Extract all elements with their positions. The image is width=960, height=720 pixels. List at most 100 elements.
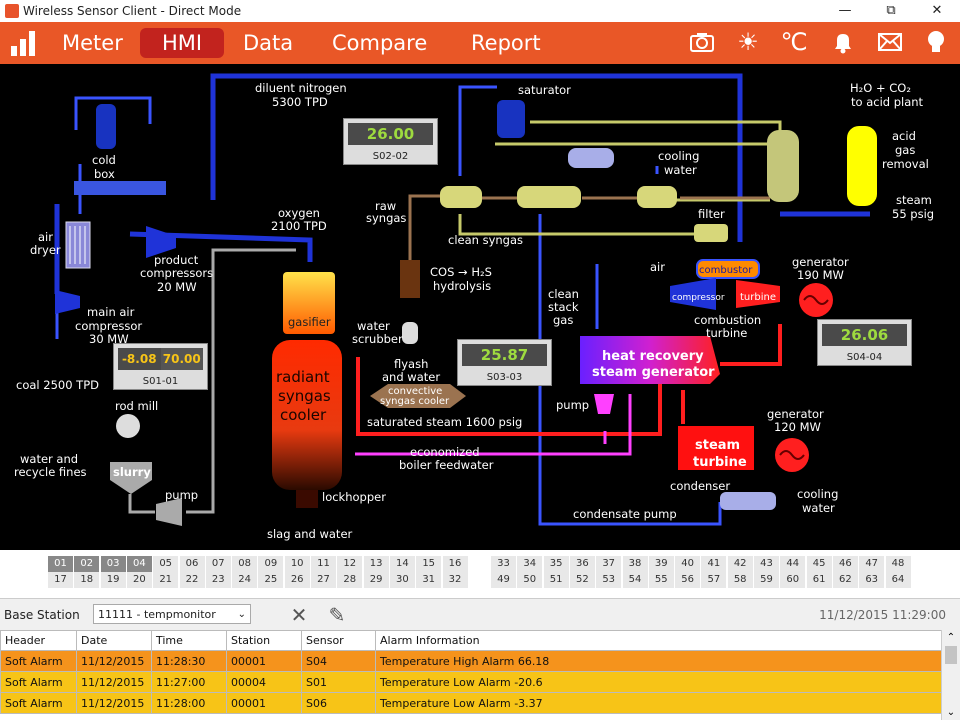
table-row[interactable]: Soft Alarm 11/12/2015 11:28:00 00001 S06… (0, 692, 942, 714)
sensor-readout-s01[interactable]: -8.08 70.00 S01-01 (113, 343, 208, 390)
scroll-up-icon[interactable]: ⌃ (946, 632, 956, 643)
sun-icon[interactable]: ☀ (737, 28, 759, 56)
sensor-cell-46[interactable]: 46 (832, 556, 858, 572)
sensor-cell-18[interactable]: 18 (74, 572, 100, 588)
sensor-cell-01[interactable]: 01 (48, 556, 73, 572)
sensor-cell-39[interactable]: 39 (648, 556, 674, 572)
sensor-cell-52[interactable]: 52 (569, 572, 595, 588)
sensor-cell-45[interactable]: 45 (806, 556, 832, 572)
sensor-cell-54[interactable]: 54 (622, 572, 648, 588)
col-header[interactable]: Header (0, 630, 77, 651)
sensor-cell-51[interactable]: 51 (543, 572, 569, 588)
sensor-cell-20[interactable]: 20 (126, 572, 152, 588)
celsius-icon[interactable]: ℃ (780, 28, 808, 56)
sensor-cell-47[interactable]: 47 (859, 556, 885, 572)
sensor-cell-61[interactable]: 61 (806, 572, 832, 588)
sensor-cell-44[interactable]: 44 (780, 556, 806, 572)
sensor-cell-21[interactable]: 21 (153, 572, 179, 588)
sensor-cell-16[interactable]: 16 (442, 556, 468, 572)
sensor-cell-26[interactable]: 26 (284, 572, 310, 588)
col-station[interactable]: Station (226, 630, 302, 651)
readout-low-value: -8.08 (118, 348, 161, 370)
sensor-cell-59[interactable]: 59 (754, 572, 779, 588)
table-row[interactable]: Soft Alarm 11/12/2015 11:28:30 00001 S04… (0, 650, 942, 672)
sensor-cell-32[interactable]: 32 (442, 572, 468, 588)
nav-report[interactable]: Report (471, 31, 541, 55)
minimize-button[interactable]: — (838, 3, 852, 18)
vertical-scrollbar[interactable]: ⌃ ⌄ (941, 630, 960, 720)
sensor-cell-19[interactable]: 19 (100, 572, 126, 588)
col-alarm-info[interactable]: Alarm Information (375, 630, 942, 651)
sensor-cell-24[interactable]: 24 (232, 572, 258, 588)
col-date[interactable]: Date (76, 630, 152, 651)
nav-data[interactable]: Data (243, 31, 294, 55)
sensor-cell-34[interactable]: 34 (517, 556, 543, 572)
sensor-cell-36[interactable]: 36 (569, 556, 595, 572)
sensor-cell-35[interactable]: 35 (543, 556, 569, 572)
sensor-cell-58[interactable]: 58 (727, 572, 753, 588)
sensor-cell-13[interactable]: 13 (363, 556, 389, 572)
sensor-cell-11[interactable]: 11 (311, 556, 336, 572)
sensor-readout-s02[interactable]: 26.00 S02-02 (343, 118, 438, 165)
sensor-readout-s03[interactable]: 25.87 S03-03 (457, 339, 552, 386)
sensor-cell-63[interactable]: 63 (859, 572, 885, 588)
close-button[interactable]: ✕ (931, 3, 943, 18)
pencil-icon[interactable]: ✎ (328, 603, 346, 627)
bulb-icon[interactable] (922, 28, 950, 56)
camera-icon[interactable] (688, 28, 716, 56)
sensor-cell-62[interactable]: 62 (832, 572, 858, 588)
base-station-select[interactable]: 11111 - tempmonitor ⌄ (93, 604, 251, 624)
nav-compare[interactable]: Compare (332, 31, 428, 55)
sensor-cell-60[interactable]: 60 (780, 572, 806, 588)
col-sensor[interactable]: Sensor (301, 630, 376, 651)
sensor-cell-06[interactable]: 06 (179, 556, 205, 572)
sensor-cell-27[interactable]: 27 (311, 572, 336, 588)
col-time[interactable]: Time (151, 630, 227, 651)
sensor-cell-50[interactable]: 50 (517, 572, 543, 588)
sensor-cell-33[interactable]: 33 (491, 556, 516, 572)
scroll-down-icon[interactable]: ⌄ (946, 707, 956, 718)
sensor-cell-07[interactable]: 07 (205, 556, 231, 572)
sensor-cell-08[interactable]: 08 (232, 556, 258, 572)
sensor-cell-10[interactable]: 10 (284, 556, 310, 572)
mail-icon[interactable] (876, 28, 904, 56)
close-icon[interactable]: ✕ (290, 603, 308, 627)
sensor-cell-55[interactable]: 55 (648, 572, 674, 588)
sensor-cell-56[interactable]: 56 (675, 572, 701, 588)
sensor-cell-25[interactable]: 25 (258, 572, 284, 588)
sensor-cell-29[interactable]: 29 (363, 572, 389, 588)
sensor-cell-41[interactable]: 41 (701, 556, 727, 572)
sensor-cell-09[interactable]: 09 (258, 556, 284, 572)
sensor-cell-12[interactable]: 12 (337, 556, 363, 572)
nav-hmi[interactable]: HMI (140, 28, 225, 58)
bell-icon[interactable] (829, 28, 857, 56)
sensor-cell-30[interactable]: 30 (389, 572, 415, 588)
sensor-cell-31[interactable]: 31 (416, 572, 442, 588)
table-row[interactable]: Soft Alarm 11/12/2015 11:27:00 00004 S01… (0, 671, 942, 693)
sensor-cell-42[interactable]: 42 (727, 556, 753, 572)
maximize-button[interactable]: ⧉ (886, 3, 896, 18)
sensor-cell-17[interactable]: 17 (48, 572, 73, 588)
sensor-cell-49[interactable]: 49 (491, 572, 516, 588)
sensor-readout-s04[interactable]: 26.06 S04-04 (817, 319, 912, 366)
sensor-cell-02[interactable]: 02 (74, 556, 100, 572)
sensor-cell-57[interactable]: 57 (701, 572, 727, 588)
sensor-cell-64[interactable]: 64 (885, 572, 911, 588)
sensor-cell-37[interactable]: 37 (596, 556, 622, 572)
bar-chart-logo-icon[interactable] (11, 30, 37, 56)
sensor-cell-28[interactable]: 28 (337, 572, 363, 588)
sensor-cell-14[interactable]: 14 (389, 556, 415, 572)
sensor-cell-03[interactable]: 03 (100, 556, 126, 572)
sensor-cell-04[interactable]: 04 (126, 556, 152, 572)
sensor-cell-43[interactable]: 43 (754, 556, 779, 572)
scroll-thumb[interactable] (945, 646, 957, 664)
nav-meter[interactable]: Meter (62, 31, 123, 55)
sensor-cell-53[interactable]: 53 (596, 572, 622, 588)
sensor-cell-48[interactable]: 48 (885, 556, 911, 572)
sensor-cell-22[interactable]: 22 (179, 572, 205, 588)
sensor-cell-05[interactable]: 05 (153, 556, 179, 572)
sensor-cell-23[interactable]: 23 (205, 572, 231, 588)
sensor-cell-15[interactable]: 15 (416, 556, 442, 572)
sensor-cell-38[interactable]: 38 (622, 556, 648, 572)
sensor-cell-40[interactable]: 40 (675, 556, 701, 572)
